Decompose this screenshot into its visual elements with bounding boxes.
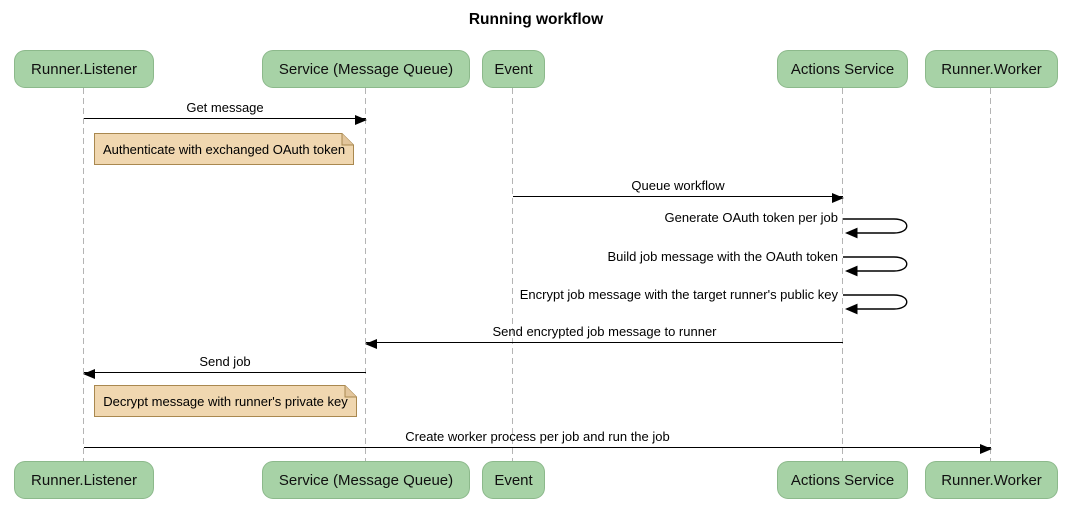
participant-top-runner-listener: Runner.Listener (14, 50, 154, 88)
message-send-job: Send job (83, 354, 366, 379)
note-shape (94, 385, 357, 417)
participant-label: Service (Message Queue) (278, 60, 454, 78)
message-line (84, 114, 367, 125)
participant-label: Runner.Listener (31, 471, 137, 489)
message-queue-workflow: Queue workflow (513, 178, 844, 203)
arrowhead-right-icon (980, 443, 992, 454)
participant-bottom-actions-service: Actions Service (777, 461, 908, 499)
message-line (84, 443, 992, 454)
participant-label: Service (Message Queue) (278, 471, 454, 489)
participant-label: Event (494, 471, 533, 489)
lifeline-service-message-queue (365, 88, 366, 461)
note-authenticate-oauth: Authenticate with exchanged OAuth token (94, 133, 354, 165)
participant-top-runner-worker: Runner.Worker (925, 50, 1058, 88)
lifeline-runner-worker (990, 88, 991, 461)
self-message-generate-oauth-token: Generate OAuth token per job (664, 210, 838, 225)
message-label: Queue workflow (631, 178, 725, 193)
participant-label: Runner.Listener (31, 60, 137, 78)
participant-label: Runner.Worker (941, 471, 1042, 489)
self-loop-arrow (843, 294, 908, 315)
participant-top-event: Event (482, 50, 545, 88)
message-line (513, 192, 844, 203)
note-text: Authenticate with exchanged OAuth token (102, 141, 346, 157)
message-get-message: Get message (84, 100, 367, 125)
arrowhead-left-icon (83, 368, 95, 379)
message-line (365, 338, 843, 349)
participant-label: Actions Service (790, 60, 895, 78)
arrowhead-right-icon (355, 114, 367, 125)
diagram-title: Running workflow (468, 11, 604, 28)
participant-top-service-message-queue: Service (Message Queue) (262, 50, 470, 88)
self-loop-arrow (843, 218, 908, 239)
lifeline-event (512, 88, 513, 461)
participant-top-actions-service: Actions Service (777, 50, 908, 88)
message-label: Send job (199, 354, 251, 369)
message-label: Get message (186, 100, 264, 115)
message-line (83, 368, 366, 379)
message-label: Create worker process per job and run th… (405, 429, 670, 444)
arrowhead-right-icon (832, 192, 844, 203)
note-decrypt-message: Decrypt message with runner's private ke… (94, 385, 357, 417)
message-send-encrypted-job-message: Send encrypted job message to runner (365, 324, 843, 349)
message-label: Send encrypted job message to runner (492, 324, 717, 339)
participant-bottom-runner-worker: Runner.Worker (925, 461, 1058, 499)
self-message-build-job-message: Build job message with the OAuth token (607, 249, 838, 264)
lifeline-actions-service (842, 88, 843, 461)
participant-label: Event (494, 60, 533, 78)
participant-bottom-event: Event (482, 461, 545, 499)
participant-bottom-service-message-queue: Service (Message Queue) (262, 461, 470, 499)
arrowhead-left-icon (365, 338, 377, 349)
note-shape (94, 133, 354, 165)
participant-label: Actions Service (790, 471, 895, 489)
self-message-encrypt-job-message: Encrypt job message with the target runn… (519, 287, 838, 302)
self-loop-arrow (843, 256, 908, 277)
message-create-worker-process: Create worker process per job and run th… (84, 429, 992, 454)
participant-bottom-runner-listener: Runner.Listener (14, 461, 154, 499)
lifeline-runner-listener (83, 88, 84, 461)
participant-label: Runner.Worker (941, 60, 1042, 78)
note-text: Decrypt message with runner's private ke… (103, 393, 348, 409)
